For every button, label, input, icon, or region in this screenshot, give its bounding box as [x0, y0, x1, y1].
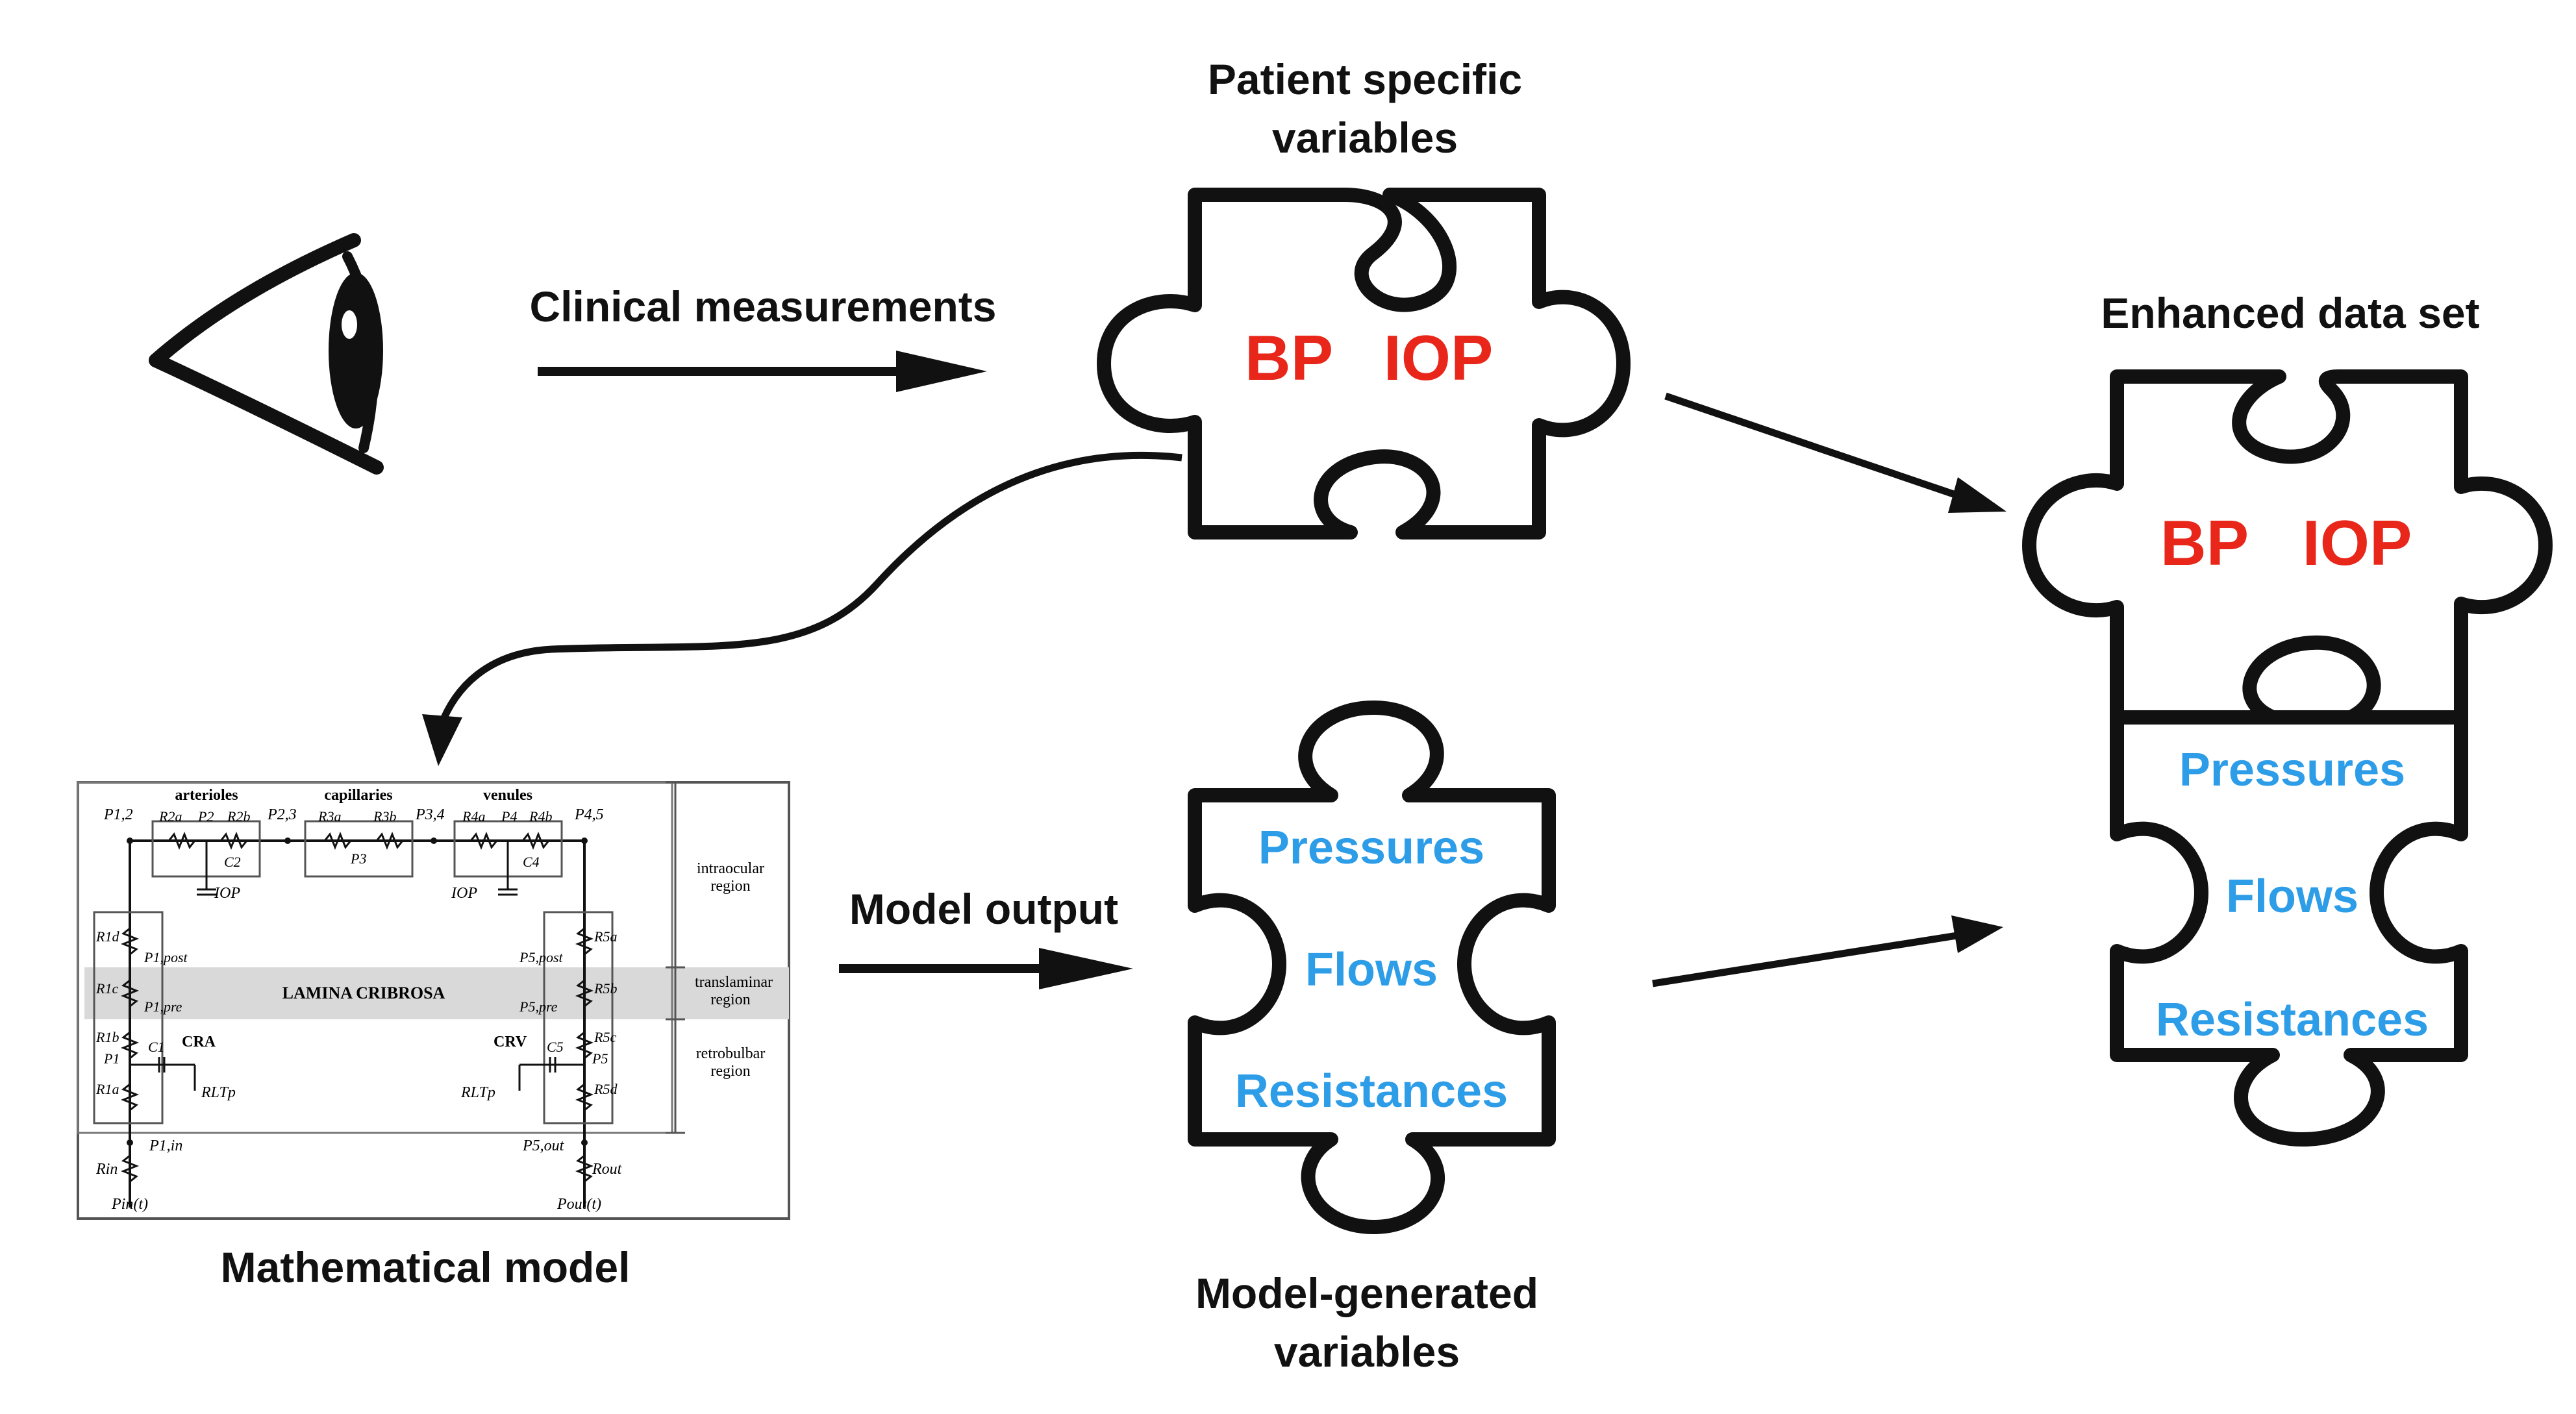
circuit-p2: P2: [197, 808, 214, 825]
patient-puzzle-piece: BP IOP: [1097, 188, 1631, 540]
circuit-r5a: R5a: [594, 928, 617, 945]
circuit-retrobulbar-2: region: [710, 1063, 750, 1080]
circuit-rltp-right: RLTp: [460, 1084, 495, 1101]
circuit-diagram: arterioles capillaries venules P1,2 P2,3…: [77, 781, 790, 1220]
circuit-intraocular-1: intraocular: [697, 860, 764, 877]
patient-iop: IOP: [1384, 322, 1494, 393]
circuit-rltp-left: RLTp: [201, 1084, 236, 1101]
model-to-enhanced-arrow: [1652, 915, 2003, 987]
circuit-r5b: R5b: [594, 980, 617, 997]
enhanced-bottom-puzzle-piece: Pressures Flows Resistances: [2110, 710, 2468, 1147]
mathematical-model-label: Mathematical model: [221, 1243, 631, 1291]
clinical-measurements-label: Clinical measurements: [530, 282, 997, 330]
clinical-arrow: [538, 351, 987, 392]
enhanced-pressures: Pressures: [2179, 744, 2405, 796]
circuit-c5: C5: [547, 1039, 564, 1055]
enhanced-iop: IOP: [2303, 507, 2412, 578]
enhanced-title: Enhanced data set: [2101, 289, 2479, 337]
circuit-p1: P1: [103, 1050, 119, 1067]
model-output-arrow: [839, 948, 1133, 989]
circuit-p45: P4,5: [574, 806, 604, 823]
enhanced-bp: BP: [2160, 507, 2249, 578]
circuit-translaminar-2: region: [710, 991, 750, 1008]
circuit-p23: P2,3: [267, 806, 297, 823]
circuit-p12: P1,2: [103, 806, 133, 823]
circuit-capillaries: capillaries: [324, 787, 392, 804]
circuit-rout: Rout: [592, 1161, 623, 1178]
circuit-r1b: R1b: [95, 1029, 119, 1045]
circuit-iop-right: IOP: [451, 885, 477, 902]
circuit-p5pre: P5,pre: [519, 998, 558, 1015]
patient-title-line2: variables: [1272, 114, 1458, 162]
circuit-r1d: R1d: [95, 928, 119, 945]
circuit-p4: P4: [501, 808, 517, 825]
eye-icon: [149, 233, 384, 475]
circuit-r4a: R4a: [462, 808, 485, 825]
model-pressures: Pressures: [1258, 822, 1484, 874]
circuit-pout: Pout(t): [556, 1196, 601, 1213]
enhanced-flows: Flows: [2226, 871, 2358, 923]
model-resistances: Resistances: [1235, 1065, 1508, 1117]
patient-bp: BP: [1245, 322, 1333, 393]
circuit-r5c: R5c: [594, 1029, 616, 1045]
circuit-crv: CRV: [494, 1034, 527, 1050]
circuit-r2b: R2b: [227, 808, 250, 825]
circuit-r5d: R5d: [594, 1081, 618, 1097]
circuit-cra: CRA: [182, 1034, 216, 1050]
circuit-r1a: R1a: [95, 1081, 119, 1097]
circuit-p1pre: P1,pre: [144, 998, 182, 1015]
circuit-pin: Pin(t): [111, 1196, 148, 1213]
circuit-r3a: R3a: [318, 808, 341, 825]
model-puzzle-piece: Pressures Flows Resistances: [1188, 701, 1556, 1234]
model-generated-line1: Model-generated: [1195, 1269, 1538, 1317]
circuit-r2a: R2a: [158, 808, 182, 825]
model-flows: Flows: [1305, 944, 1438, 996]
enhanced-top-puzzle-piece: BP IOP: [2022, 369, 2553, 725]
circuit-retrobulbar-1: retrobulbar: [696, 1045, 766, 1062]
circuit-c2: C2: [224, 854, 241, 870]
circuit-r4b: R4b: [529, 808, 552, 825]
circuit-intraocular-2: region: [710, 878, 750, 895]
model-generated-line2: variables: [1274, 1328, 1460, 1376]
circuit-p3: P3: [350, 850, 366, 867]
circuit-c1: C1: [148, 1039, 165, 1055]
model-output-label: Model output: [849, 885, 1118, 933]
circuit-lamina-label: LAMINA CRIBROSA: [282, 984, 445, 1002]
circuit-c4: C4: [523, 854, 540, 870]
circuit-iop-left: IOP: [214, 885, 240, 902]
circuit-r1c: R1c: [95, 980, 118, 997]
feedback-curve-arrow: [422, 451, 1182, 766]
circuit-venules: venules: [483, 787, 532, 804]
enhanced-resistances: Resistances: [2156, 994, 2429, 1046]
patient-title-line1: Patient specific: [1208, 55, 1522, 103]
patient-to-enhanced-arrow: [1664, 392, 2007, 513]
circuit-p5post: P5,post: [519, 949, 564, 965]
circuit-p5: P5: [592, 1050, 608, 1067]
circuit-arterioles: arterioles: [175, 787, 238, 804]
circuit-p5out: P5,out: [522, 1137, 565, 1154]
circuit-p1in: P1,in: [149, 1137, 182, 1154]
circuit-translaminar-1: translaminar: [695, 974, 773, 991]
circuit-rin: Rin: [95, 1161, 118, 1178]
circuit-r3b: R3b: [373, 808, 396, 825]
circuit-p1post: P1,post: [144, 949, 188, 965]
circuit-p34: P3,4: [415, 806, 445, 823]
